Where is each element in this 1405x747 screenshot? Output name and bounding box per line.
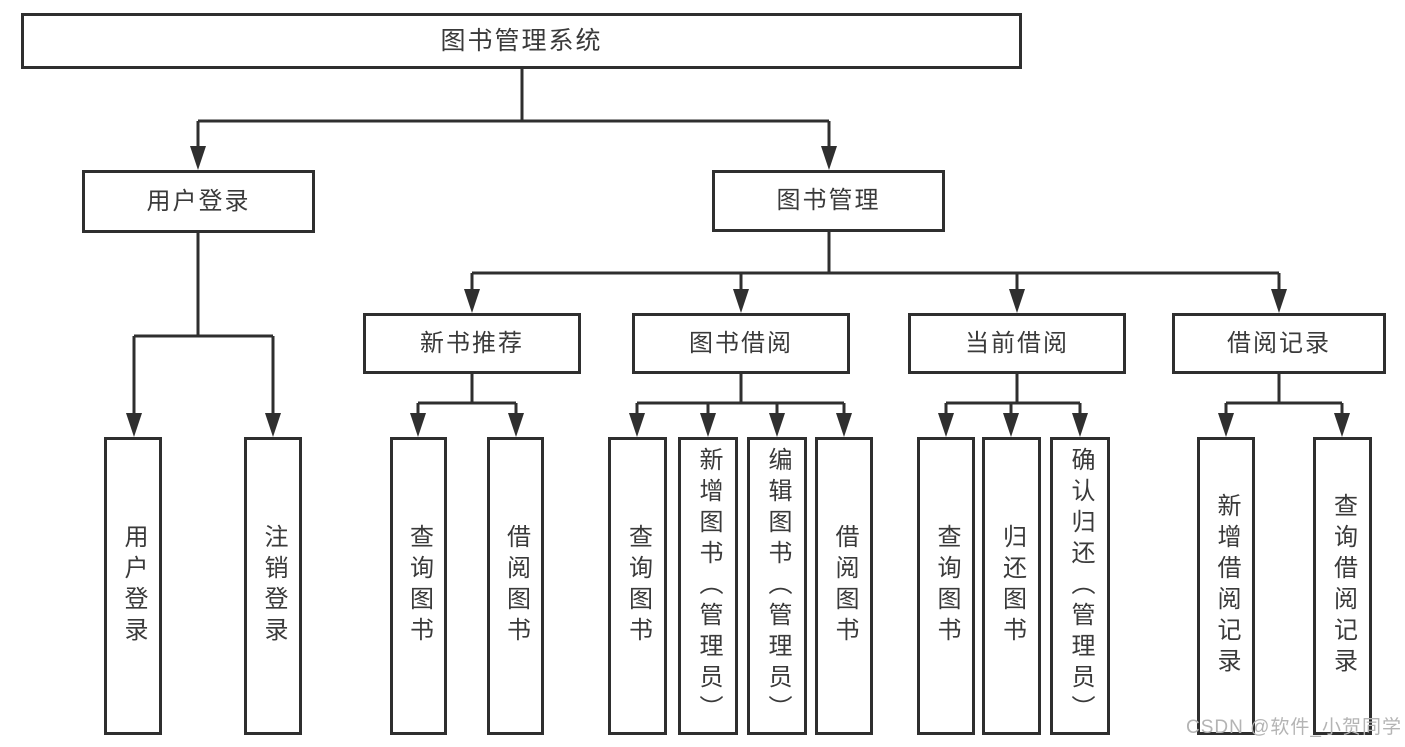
node-current-borrowing-label: 当前借阅 (965, 329, 1069, 357)
leaf-borrow-books-2-label: 借阅图书 (831, 524, 858, 648)
node-user-login-label: 用户登录 (146, 187, 251, 215)
node-book-management: 图书管理 (712, 170, 945, 232)
leaf-confirm-return-admin-label: 确认归还（管理员） (1067, 446, 1094, 726)
leaf-confirm-return-admin: 确认归还（管理员） (1050, 437, 1110, 735)
node-borrowing-records-label: 借阅记录 (1227, 329, 1331, 357)
leaf-query-books-3: 查询图书 (917, 437, 975, 735)
edge-book-mgmt-to-level3 (464, 231, 1287, 313)
node-borrowing-records: 借阅记录 (1172, 313, 1386, 374)
node-book-borrowing: 图书借阅 (632, 313, 850, 374)
leaf-add-book-admin: 新增图书（管理员） (678, 437, 738, 735)
edge-root-to-level2 (190, 69, 837, 170)
edge-user-login-to-leaves (126, 233, 281, 437)
leaf-query-books-1: 查询图书 (390, 437, 447, 735)
node-user-login: 用户登录 (82, 170, 315, 233)
leaf-edit-book-admin-label: 编辑图书（管理员） (764, 446, 791, 726)
leaf-logout-label: 注销登录 (260, 524, 287, 648)
node-new-book-recommendation-label: 新书推荐 (420, 329, 524, 357)
leaf-return-book-label: 归还图书 (998, 524, 1026, 648)
edge-current-borrow-to-leaves (938, 374, 1088, 437)
leaf-add-book-admin-label: 新增图书（管理员） (695, 446, 722, 726)
edge-new-book-rec-to-leaves (410, 374, 524, 437)
leaf-borrow-books-1-label: 借阅图书 (502, 524, 530, 648)
leaf-user-login-label: 用户登录 (120, 524, 147, 648)
leaf-query-books-2: 查询图书 (608, 437, 667, 735)
node-book-borrowing-label: 图书借阅 (689, 329, 793, 357)
leaf-query-borrow-record-label: 查询借阅记录 (1329, 493, 1357, 679)
leaf-borrow-books-2: 借阅图书 (815, 437, 873, 735)
leaf-edit-book-admin: 编辑图书（管理员） (747, 437, 807, 735)
node-new-book-recommendation: 新书推荐 (363, 313, 581, 374)
node-current-borrowing: 当前借阅 (908, 313, 1126, 374)
leaf-query-books-1-label: 查询图书 (405, 524, 433, 648)
leaf-query-borrow-record: 查询借阅记录 (1313, 437, 1372, 735)
edge-borrow-record-to-leaves (1218, 374, 1350, 437)
leaf-add-borrow-record: 新增借阅记录 (1197, 437, 1255, 735)
node-book-management-label: 图书管理 (776, 187, 881, 214)
leaf-borrow-books-1: 借阅图书 (487, 437, 544, 735)
leaf-logout: 注销登录 (244, 437, 302, 735)
leaf-user-login: 用户登录 (104, 437, 162, 735)
leaf-add-borrow-record-label: 新增借阅记录 (1213, 493, 1240, 679)
leaf-query-books-2-label: 查询图书 (624, 524, 652, 648)
leaf-query-books-3-label: 查询图书 (933, 524, 960, 648)
node-root: 图书管理系统 (21, 13, 1022, 69)
node-root-label: 图书管理系统 (440, 26, 603, 55)
edge-book-borrow-to-leaves (629, 374, 852, 437)
leaf-return-book: 归还图书 (982, 437, 1041, 735)
csdn-watermark: CSDN @软件_小贺同学 (1186, 717, 1402, 738)
